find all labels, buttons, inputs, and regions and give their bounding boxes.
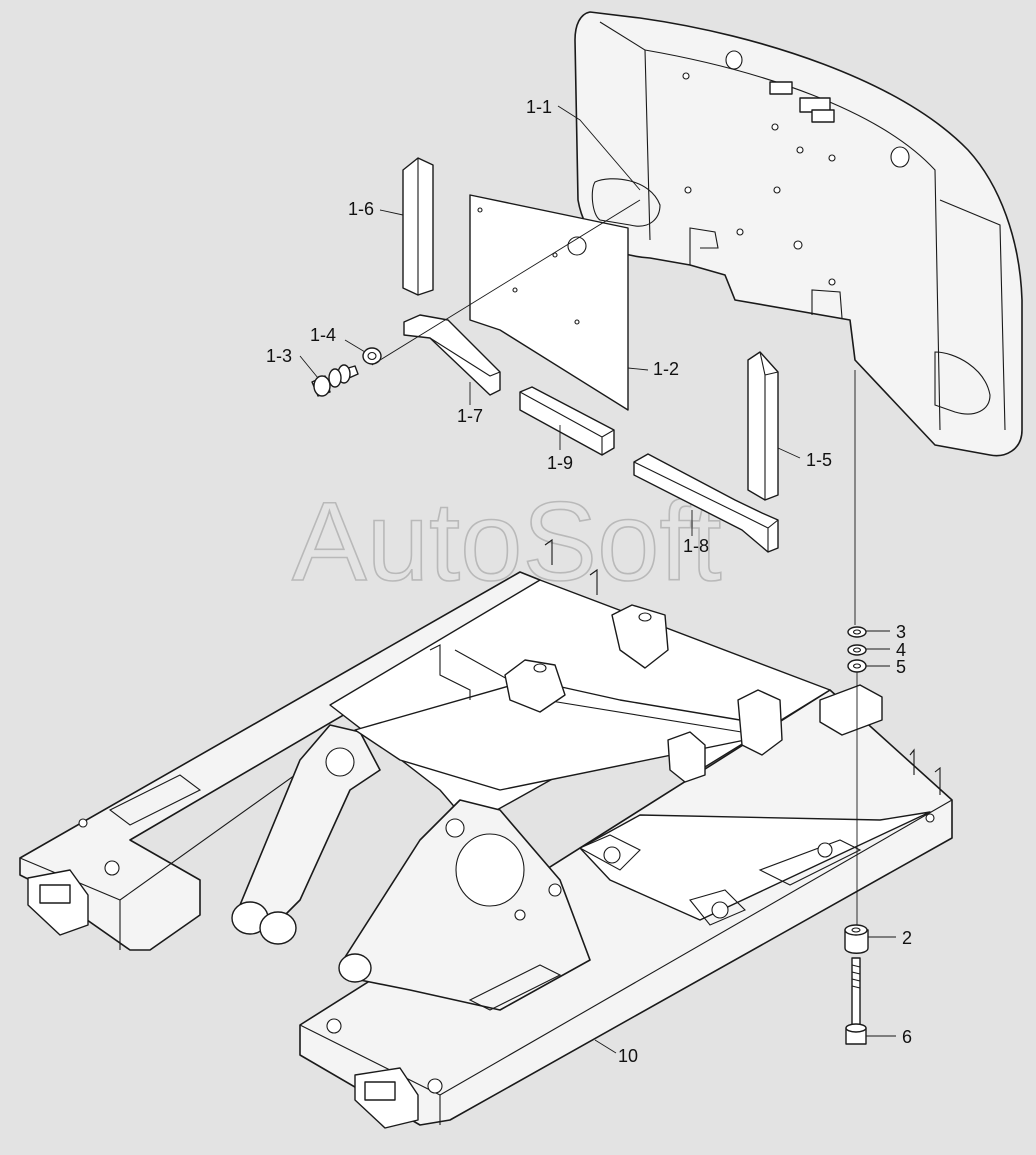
block-1-5 (747, 351, 779, 501)
spacer-block-1-6 (402, 157, 434, 296)
label-10: 10 (618, 1046, 638, 1066)
bolt-1-3 (311, 364, 359, 397)
label-5: 5 (896, 657, 906, 677)
washer-5 (847, 659, 867, 673)
block-1-9 (519, 386, 615, 456)
label-1-8: 1-8 (683, 536, 709, 556)
leader-lines (299, 105, 896, 1054)
washer-1-4 (362, 347, 382, 365)
bolt-6 (845, 957, 867, 1045)
label-4: 4 (896, 640, 906, 660)
label-2: 2 (902, 928, 912, 948)
plate-part (469, 194, 629, 411)
spacer-2 (844, 924, 869, 954)
block-1-7 (403, 314, 501, 396)
label-1-3: 1-3 (266, 346, 292, 366)
label-1-7: 1-7 (457, 406, 483, 426)
washer-3 (847, 626, 867, 638)
label-3: 3 (896, 622, 906, 642)
block-1-8 (633, 453, 779, 553)
counterweight-part (574, 11, 1023, 457)
label-1-6: 1-6 (348, 199, 374, 219)
label-1-5: 1-5 (806, 450, 832, 470)
label-6: 6 (902, 1027, 912, 1047)
label-1-1: 1-1 (526, 97, 552, 117)
base-frame-part (19, 538, 953, 1129)
label-1-9: 1-9 (547, 453, 573, 473)
part-labels: 1-1 1-2 1-3 1-4 1-5 1-6 1-7 1-8 1-9 2 3 … (266, 97, 912, 1066)
washer-4 (847, 644, 867, 656)
label-1-2: 1-2 (653, 359, 679, 379)
label-1-4: 1-4 (310, 325, 336, 345)
